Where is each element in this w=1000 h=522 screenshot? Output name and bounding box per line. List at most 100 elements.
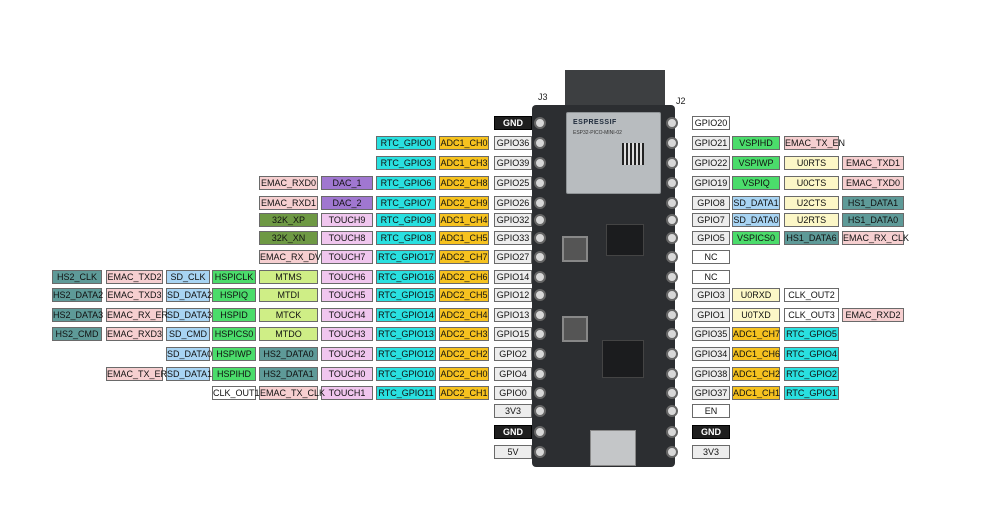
pin-label: EMAC_RXD1 bbox=[259, 196, 318, 210]
header-hole bbox=[534, 446, 546, 458]
pin-label: RTC_GPIO12 bbox=[376, 347, 436, 361]
pin-label: ADC2_CH0 bbox=[439, 367, 489, 381]
pin-label: GND bbox=[494, 116, 532, 130]
pin-label: SD_DATA1 bbox=[166, 367, 213, 381]
pin-label: ADC2_CH6 bbox=[439, 270, 489, 284]
pin-label: VSPIWP bbox=[732, 156, 780, 170]
pin-label: HSPIWP bbox=[212, 347, 256, 361]
header-hole bbox=[666, 309, 678, 321]
pin-label: HSPIQ bbox=[212, 288, 256, 302]
pin-label: ADC2_CH7 bbox=[439, 250, 489, 264]
pin-label: MTDO bbox=[259, 327, 318, 341]
pin-label: TOUCH0 bbox=[321, 367, 373, 381]
micro-usb-port bbox=[590, 430, 636, 466]
pin-label: RTC_GPIO16 bbox=[376, 270, 436, 284]
pin-label: EMAC_TX_ER bbox=[106, 367, 168, 381]
pin-label: VSPICS0 bbox=[732, 231, 780, 245]
header-hole bbox=[666, 289, 678, 301]
pin-label: GPIO20 bbox=[692, 116, 730, 130]
pin-label: ADC2_CH5 bbox=[439, 288, 489, 302]
header-hole bbox=[666, 214, 678, 226]
pin-label: HS1_DATA0 bbox=[842, 213, 904, 227]
header-hole bbox=[666, 197, 678, 209]
pin-label: EMAC_RX_DV bbox=[259, 250, 322, 264]
header-hole bbox=[666, 157, 678, 169]
pin-label: GPIO37 bbox=[692, 386, 730, 400]
pin-label: HS2_DATA1 bbox=[259, 367, 318, 381]
pin-label: ADC1_CH2 bbox=[732, 367, 781, 381]
pin-label: GPIO32 bbox=[494, 213, 532, 227]
header-hole bbox=[666, 251, 678, 263]
header-hole bbox=[534, 426, 546, 438]
pin-label: TOUCH1 bbox=[321, 386, 373, 400]
pin-label: 3V3 bbox=[692, 445, 730, 459]
pin-label: EMAC_RXD2 bbox=[842, 308, 904, 322]
pin-label: VSPIQ bbox=[732, 176, 780, 190]
pin-label: HSPICS0 bbox=[212, 327, 256, 341]
pin-label: 3V3 bbox=[494, 404, 532, 418]
pin-label: NC bbox=[692, 250, 730, 264]
pin-label: GPIO22 bbox=[692, 156, 730, 170]
header-hole bbox=[534, 387, 546, 399]
pin-label: TOUCH7 bbox=[321, 250, 373, 264]
pin-label: U0CTS bbox=[784, 176, 839, 190]
pin-label: HS2_CMD bbox=[52, 327, 102, 341]
boot-button[interactable] bbox=[562, 316, 588, 342]
pin-label: ADC1_CH4 bbox=[439, 213, 489, 227]
pin-label: HS2_DATA0 bbox=[259, 347, 318, 361]
pin-label: SD_DATA2 bbox=[166, 288, 213, 302]
pin-label: RTC_GPIO17 bbox=[376, 250, 436, 264]
pin-label: ADC1_CH0 bbox=[439, 136, 489, 150]
pin-label: DAC_2 bbox=[321, 196, 373, 210]
pin-label: ADC2_CH3 bbox=[439, 327, 489, 341]
pin-label: RTC_GPIO1 bbox=[784, 386, 839, 400]
pin-label: U0TXD bbox=[732, 308, 780, 322]
pin-label: ADC2_CH2 bbox=[439, 347, 489, 361]
header-hole bbox=[534, 214, 546, 226]
pin-label: ADC2_CH8 bbox=[439, 176, 489, 190]
pin-label: GPIO33 bbox=[494, 231, 532, 245]
pin-label: GPIO39 bbox=[494, 156, 532, 170]
pin-label: EMAC_RXD0 bbox=[259, 176, 318, 190]
header-hole bbox=[666, 446, 678, 458]
header-hole bbox=[534, 309, 546, 321]
pin-label: HS2_CLK bbox=[52, 270, 102, 284]
pin-label: GPIO15 bbox=[494, 327, 532, 341]
pin-label: EMAC_TXD2 bbox=[106, 270, 163, 284]
header-hole bbox=[666, 426, 678, 438]
pin-label: HS2_DATA2 bbox=[52, 288, 104, 302]
pin-label: TOUCH5 bbox=[321, 288, 373, 302]
pin-label: GPIO21 bbox=[692, 136, 730, 150]
pin-label: RTC_GPIO6 bbox=[376, 176, 436, 190]
usb-bridge-chip bbox=[602, 340, 644, 378]
header-hole bbox=[666, 177, 678, 189]
pin-label: TOUCH6 bbox=[321, 270, 373, 284]
pin-label: RTC_GPIO0 bbox=[376, 136, 436, 150]
pin-label: RTC_GPIO15 bbox=[376, 288, 436, 302]
pin-label: EMAC_TXD1 bbox=[842, 156, 904, 170]
pin-label: SD_DATA0 bbox=[732, 213, 780, 227]
pin-label: RTC_GPIO2 bbox=[784, 367, 839, 381]
pin-label: ADC2_CH4 bbox=[439, 308, 489, 322]
pin-label: CLK_OUT1 bbox=[212, 386, 260, 400]
header-hole bbox=[666, 232, 678, 244]
pin-label: RTC_GPIO7 bbox=[376, 196, 436, 210]
pin-label: HS1_DATA6 bbox=[784, 231, 839, 245]
header-hole bbox=[666, 328, 678, 340]
header-hole bbox=[534, 289, 546, 301]
header-j3-label: J3 bbox=[538, 92, 548, 102]
pin-label: EMAC_RX_CLK bbox=[842, 231, 910, 245]
esp32-module: ESPRESSIF ESP32-PICO-MINI-02 bbox=[566, 112, 661, 194]
pin-label: HSPIHD bbox=[212, 367, 256, 381]
en-button[interactable] bbox=[562, 236, 588, 262]
pin-label: GND bbox=[494, 425, 532, 439]
pin-label: GPIO35 bbox=[692, 327, 730, 341]
pin-label: U2CTS bbox=[784, 196, 839, 210]
header-hole bbox=[534, 271, 546, 283]
qr-code-icon bbox=[622, 143, 644, 165]
pin-label: U2RTS bbox=[784, 213, 839, 227]
pin-label: EMAC_RX_ER bbox=[106, 308, 169, 322]
pin-label: MTMS bbox=[259, 270, 318, 284]
pin-label: GPIO2 bbox=[494, 347, 532, 361]
